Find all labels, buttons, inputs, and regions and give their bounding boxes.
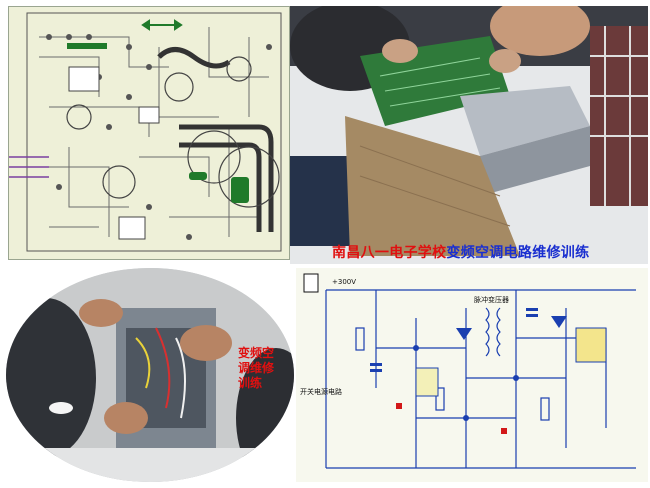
training-title-text: 变频空调电路维修训练	[446, 245, 590, 261]
circuit-label: 开关电源电路	[300, 387, 342, 396]
training-caption: 南昌八一电子学校变频空调电路维修训练	[332, 242, 589, 262]
schematic-drawing: +300V 脉冲变压器 开关电源电路	[296, 268, 648, 482]
pcb-layout-image	[8, 6, 290, 260]
school-name-text: 南昌八一电子学校	[332, 245, 447, 261]
transformer-label: 脉冲变压器	[474, 295, 509, 304]
pcb-layout-drawing	[9, 7, 289, 259]
training-photo-top-drawing	[290, 6, 648, 264]
voltage-label: +300V	[332, 278, 356, 286]
training-photo-oval: 变频空调维修训练	[6, 268, 294, 482]
side-caption: 变频空调维修训练	[238, 346, 275, 390]
schematic-image: +300V 脉冲变压器 开关电源电路	[296, 268, 648, 482]
training-photo-top: 南昌八一电子学校变频空调电路维修训练	[290, 6, 648, 264]
training-photo-oval-drawing	[6, 268, 294, 482]
